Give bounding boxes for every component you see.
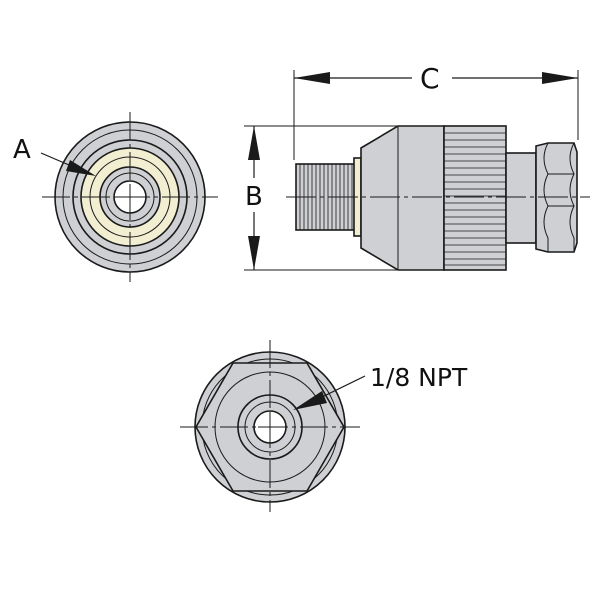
rear-view bbox=[180, 340, 360, 512]
front-view bbox=[42, 112, 218, 282]
label-b: B bbox=[245, 182, 263, 212]
hex-nut-face-left bbox=[543, 142, 549, 252]
dim-b-arrow-top bbox=[248, 126, 260, 160]
knurled-collar bbox=[443, 125, 507, 271]
leader-thread: 1/8 NPT bbox=[293, 363, 468, 410]
label-c: C bbox=[420, 62, 440, 95]
leader-a: A bbox=[13, 135, 96, 176]
leader-a-arrowhead bbox=[66, 160, 96, 176]
side-view bbox=[286, 125, 590, 271]
leader-thread-line bbox=[317, 375, 366, 400]
dimension-b: B bbox=[244, 125, 398, 271]
leader-thread-arrowhead bbox=[293, 391, 327, 410]
dimension-c: C bbox=[293, 62, 579, 160]
dim-c-arrow-left bbox=[294, 72, 330, 84]
label-a: A bbox=[13, 135, 31, 165]
dim-b-arrow-bottom bbox=[248, 236, 260, 270]
hex-nut-face-right bbox=[569, 142, 575, 252]
main-body bbox=[360, 125, 445, 271]
label-thread: 1/8 NPT bbox=[370, 363, 468, 392]
dim-c-arrow-right bbox=[542, 72, 578, 84]
knurl-lines bbox=[444, 132, 506, 266]
neck bbox=[505, 152, 537, 244]
